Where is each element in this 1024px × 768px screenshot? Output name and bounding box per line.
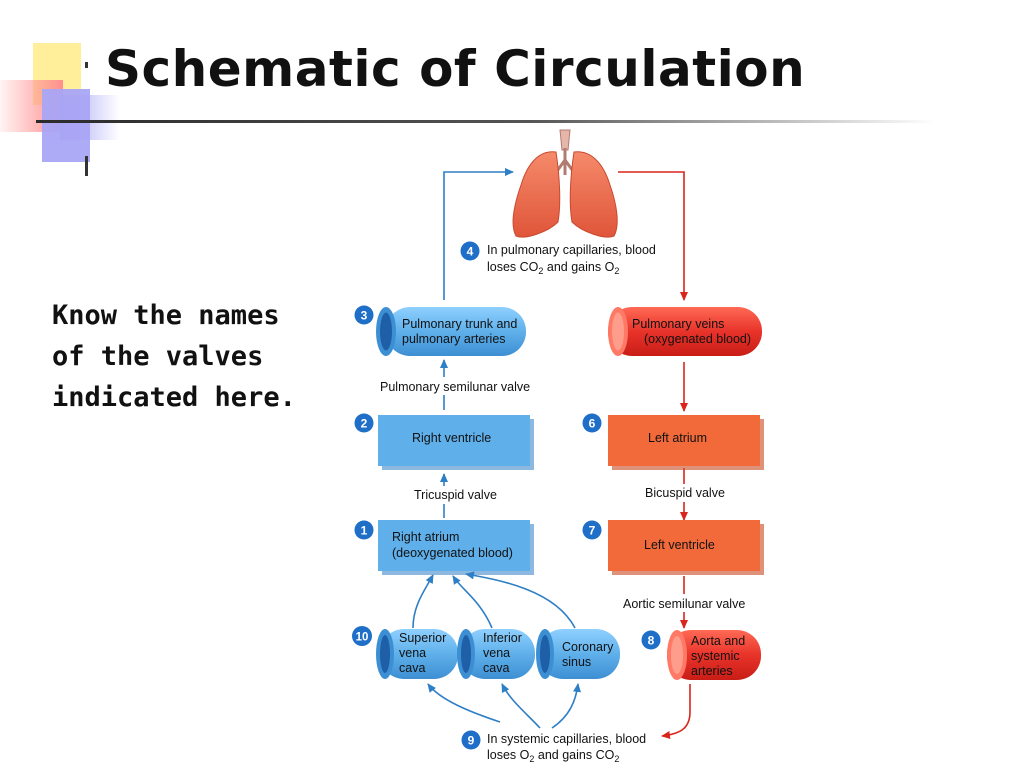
bullet-marker — [85, 156, 88, 176]
step-badge — [354, 413, 374, 433]
arrow-svc-to-ra — [412, 574, 434, 629]
aorta-line2: systemic — [691, 649, 740, 663]
pulmonary-trunk-tube: 3 Pulmonary trunk and pulmonary arteries — [354, 305, 526, 356]
step-number: 9 — [468, 734, 475, 748]
ivc-line1: Inferior — [483, 631, 522, 645]
step-9-line2: loses O2 and gains CO2 — [487, 748, 619, 764]
step-4-line2: loses CO2 and gains O2 — [487, 260, 619, 276]
step-9-line1: In systemic capillaries, blood — [487, 732, 646, 746]
svc-line1: Superior — [399, 631, 446, 645]
arrow-ivc-to-ra — [452, 575, 493, 629]
arrow-from-lungs — [618, 171, 688, 301]
step-number: 3 — [361, 309, 368, 323]
left-ventricle-label: Left ventricle — [644, 538, 715, 552]
arrow-cap-to-cs — [551, 683, 581, 729]
right-ventricle-box: 2 Right ventricle — [354, 413, 534, 470]
step-number: 2 — [361, 417, 368, 431]
pulmonary-trunk-line2: pulmonary arteries — [402, 332, 506, 346]
left-atrium-label: Left atrium — [648, 431, 707, 445]
valve-label-tricuspid: Tricuspid valve — [414, 488, 497, 502]
ivc-line2: vena — [483, 646, 510, 660]
step-4: 4 In pulmonary capillaries, blood loses … — [460, 241, 656, 276]
pulmonary-veins-tube: Pulmonary veins (oxygenated blood) — [608, 307, 762, 356]
coronary-sinus-line1: Coronary — [562, 640, 614, 654]
step-9: 9 In systemic capillaries, blood loses O… — [461, 730, 646, 764]
aorta-line1: Aorta and — [691, 634, 745, 648]
arrow-aorta-to-capillaries — [661, 684, 691, 739]
side-note-line: of the valves — [52, 341, 264, 372]
arrow-cs-to-ra — [465, 571, 576, 629]
side-note-line: indicated here. — [52, 382, 296, 413]
arrow-cap-to-svc — [427, 683, 501, 723]
right-atrium-box: 1 Right atrium (deoxygenated blood) — [354, 520, 534, 575]
step-number: 7 — [589, 524, 596, 538]
valve-label-pulmonary-semilunar: Pulmonary semilunar valve — [380, 380, 530, 394]
left-ventricle-box: 7 Left ventricle — [582, 520, 764, 575]
step-badge — [582, 520, 602, 540]
valve-label-aortic-semilunar: Aortic semilunar valve — [623, 597, 745, 611]
step-number: 4 — [467, 245, 474, 259]
step-number: 1 — [361, 524, 368, 538]
pulmonary-veins-line2: (oxygenated blood) — [644, 332, 751, 346]
superior-vena-cava-tube: 10 Superior vena cava — [352, 626, 458, 679]
arrow-to-lungs — [443, 168, 514, 300]
coronary-sinus-tube: Coronary sinus — [536, 629, 620, 679]
step-badge — [461, 730, 481, 750]
right-atrium-line2: (deoxygenated blood) — [392, 546, 513, 560]
svc-line2: vena — [399, 646, 426, 660]
valve-label-bicuspid: Bicuspid valve — [645, 486, 725, 500]
step-badge — [354, 520, 374, 540]
right-atrium-line1: Right atrium — [392, 530, 459, 544]
pulmonary-veins-line1: Pulmonary veins — [632, 317, 724, 331]
arrow-cap-to-ivc — [501, 683, 541, 729]
step-badge — [352, 626, 372, 646]
pulmonary-trunk-line1: Pulmonary trunk and — [402, 317, 517, 331]
step-badge — [460, 241, 480, 261]
aorta-tube: 8 Aorta and systemic arteries — [641, 630, 761, 680]
side-note: Know the names of the valves indicated h… — [52, 295, 296, 418]
step-number: 10 — [356, 632, 369, 644]
title-marker — [85, 62, 88, 68]
deco-lavender-square-top — [60, 95, 120, 140]
step-badge — [354, 305, 374, 325]
coronary-sinus-line2: sinus — [562, 655, 591, 669]
right-ventricle-label: Right ventricle — [412, 431, 491, 445]
ivc-line3: cava — [483, 661, 509, 675]
svc-line3: cava — [399, 661, 425, 675]
aorta-line3: arteries — [691, 664, 733, 678]
step-number: 8 — [648, 634, 655, 648]
step-badge — [582, 413, 602, 433]
lungs-icon — [512, 129, 618, 238]
title-underline — [36, 120, 936, 123]
slide-title: Schematic of Circulation — [105, 40, 806, 98]
step-number: 6 — [589, 417, 596, 431]
inferior-vena-cava-tube: Inferior vena cava — [457, 629, 535, 679]
flow-arrows — [412, 168, 691, 739]
side-note-line: Know the names — [52, 300, 280, 331]
step-badge — [641, 630, 661, 650]
step-4-line1: In pulmonary capillaries, blood — [487, 243, 656, 257]
left-atrium-box: 6 Left atrium — [582, 413, 764, 470]
